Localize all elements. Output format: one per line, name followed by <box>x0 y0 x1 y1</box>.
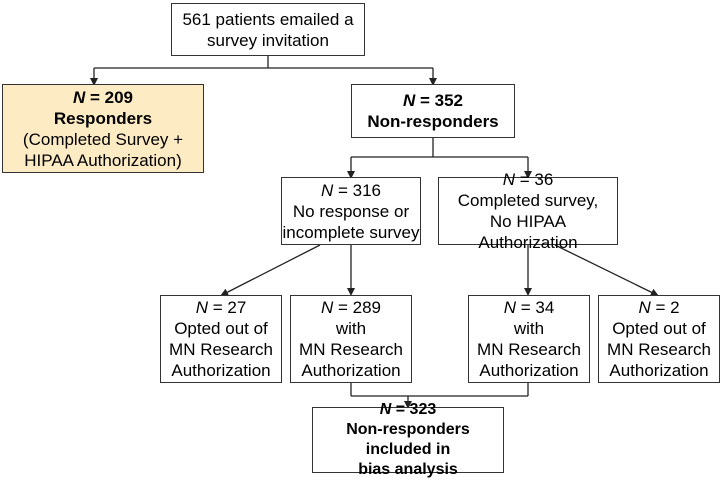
equals-sign: = <box>333 180 353 200</box>
nonresponders-count: N = 352 <box>403 90 463 111</box>
with1-line-3: Authorization <box>301 361 401 380</box>
box-opted-out-27: N = 27 Opted out of MN Research Authoriz… <box>160 295 282 383</box>
equals-sign: = <box>650 298 671 317</box>
with1-line-2: MN Research <box>299 340 403 359</box>
with1-count: N = 289 <box>321 297 381 318</box>
n-symbol: N <box>402 91 416 110</box>
noresp-count: N = 316 <box>321 180 381 201</box>
nonresponders-n-value: 352 <box>434 91 464 110</box>
n-symbol: N <box>502 170 515 189</box>
n-symbol: N <box>320 298 334 317</box>
nohipaa-line-1: Completed survey, <box>457 191 599 210</box>
with2-count: N = 34 <box>504 297 555 318</box>
nohipaa-line-2: No HIPAA Authorization <box>478 212 578 252</box>
optout1-line-1: Opted out of <box>174 319 268 338</box>
with1-line-1: with <box>335 319 367 338</box>
n-symbol: N <box>72 87 86 107</box>
equals-sign: = <box>333 298 353 317</box>
optout2-n-value: 2 <box>670 298 680 317</box>
box-nonresponders: N = 352 Non-responders <box>351 84 515 138</box>
box-no-hipaa: N = 36 Completed survey, No HIPAA Author… <box>438 170 618 252</box>
n-symbol: N <box>195 298 208 317</box>
equals-sign: = <box>85 87 105 107</box>
box-with-34: N = 34 with MN Research Authorization <box>468 295 590 383</box>
nohipaa-count: N = 36 <box>503 169 554 190</box>
with2-n-value: 34 <box>535 298 555 317</box>
box-with-289: N = 289 with MN Research Authorization <box>290 295 412 383</box>
optout2-line-1: Opted out of <box>612 319 706 338</box>
noresp-line-1: No response or <box>292 201 410 221</box>
responders-count: N = 209 <box>73 87 133 108</box>
optout2-line-3: Authorization <box>609 361 709 380</box>
noresp-line-2: incomplete survey <box>282 222 420 242</box>
box-no-response: N = 316 No response or incomplete survey <box>281 177 421 245</box>
included-n-value: 323 <box>409 401 437 418</box>
nohipaa-n-value: 36 <box>534 170 554 189</box>
n-symbol: N <box>320 180 334 200</box>
optout1-n-value: 27 <box>227 298 247 317</box>
equals-sign: = <box>415 91 435 110</box>
box-invited: 561 patients emailed a survey invitation <box>171 3 365 56</box>
with2-line-2: MN Research <box>477 340 581 359</box>
included-count: N = 323 <box>380 400 437 420</box>
with1-n-value: 289 <box>352 298 382 317</box>
invited-line-1: 561 patients emailed a <box>182 9 354 29</box>
n-symbol: N <box>638 298 651 317</box>
optout1-line-2: MN Research <box>169 340 273 359</box>
equals-sign: = <box>514 170 535 189</box>
arrow-to-optout1 <box>220 244 321 296</box>
with2-line-3: Authorization <box>479 361 579 380</box>
invited-line-2: survey invitation <box>207 30 329 50</box>
responders-line-1: (Completed Survey + <box>22 129 184 149</box>
optout1-count: N = 27 <box>196 297 247 318</box>
with2-line-1: with <box>513 319 545 338</box>
box-opted-out-2: N = 2 Opted out of MN Research Authoriza… <box>598 295 720 383</box>
n-symbol: N <box>503 298 516 317</box>
included-line-2: bias analysis <box>358 461 458 478</box>
nonresponders-title: Non-responders <box>367 112 499 131</box>
noresp-n-value: 316 <box>352 180 382 200</box>
box-included-in-bias-analysis: N = 323 Non-responders included in bias … <box>312 401 504 478</box>
equals-sign: = <box>207 298 228 317</box>
equals-sign: = <box>391 401 410 418</box>
included-line-1: Non-responders included in <box>346 421 470 458</box>
responders-n-value: 209 <box>104 87 134 107</box>
arrow-to-optout2 <box>554 244 659 296</box>
optout2-line-2: MN Research <box>607 340 711 359</box>
box-responders: N = 209 Responders (Completed Survey + H… <box>2 84 204 173</box>
optout2-count: N = 2 <box>638 297 679 318</box>
responders-line-2: HIPAA Authorization) <box>24 150 182 170</box>
optout1-line-3: Authorization <box>171 361 271 380</box>
equals-sign: = <box>515 298 536 317</box>
responders-title: Responders <box>53 108 153 128</box>
n-symbol: N <box>379 401 392 418</box>
